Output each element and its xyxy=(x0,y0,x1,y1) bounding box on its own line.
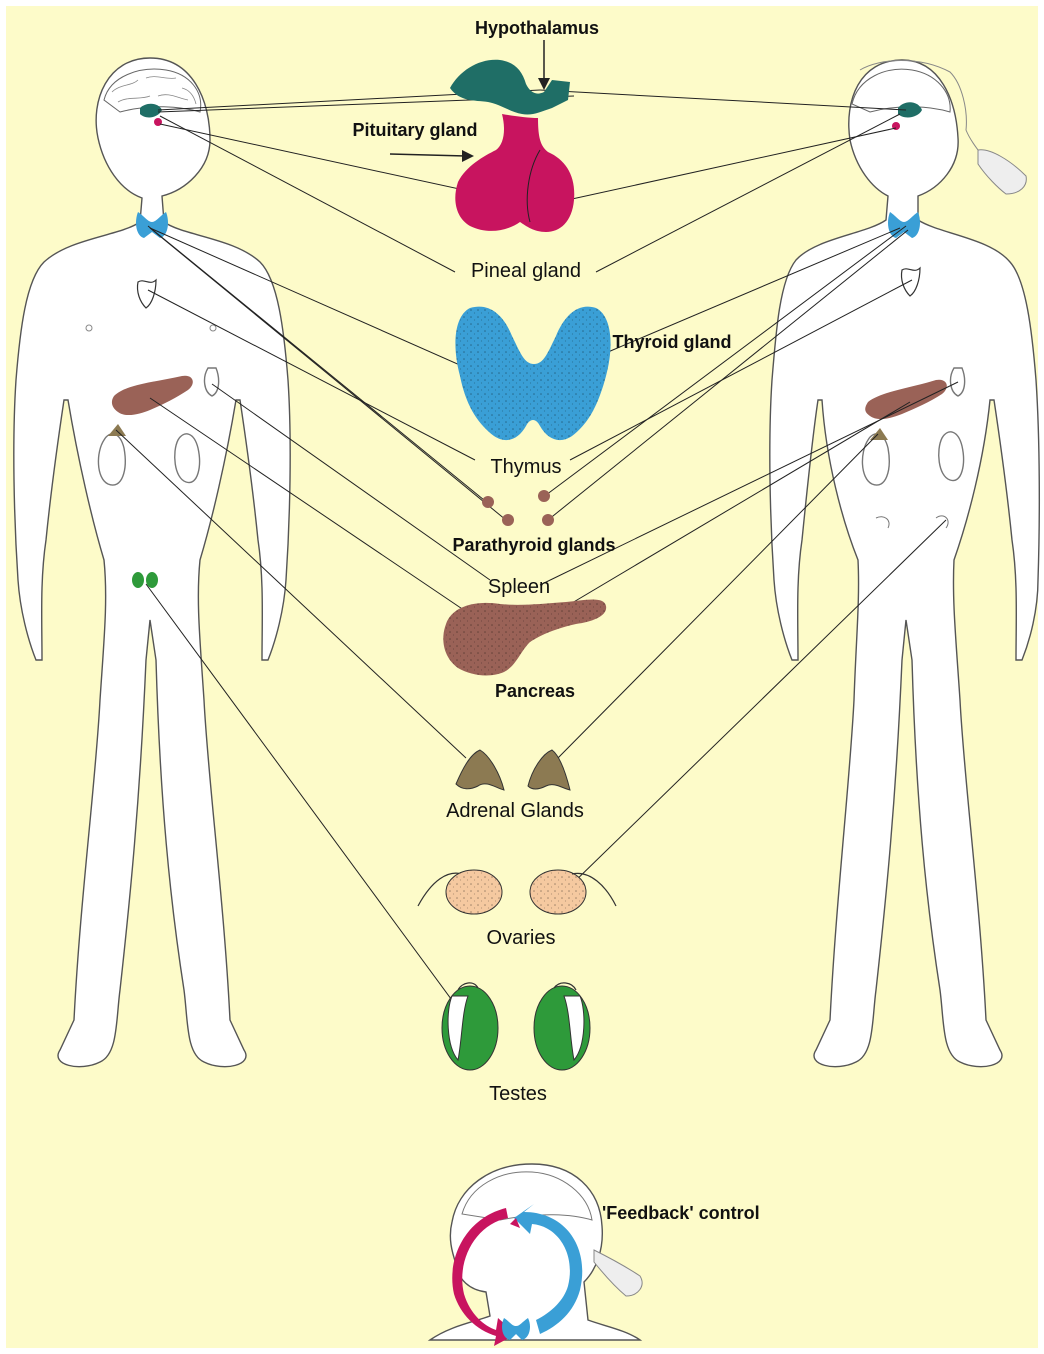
adrenal-right-shape xyxy=(528,750,570,790)
male-kidney-right xyxy=(175,434,200,483)
testis-right-shape xyxy=(534,983,590,1070)
testis-left-shape xyxy=(442,983,498,1070)
label-parathyroid-glands: Parathyroid glands xyxy=(452,536,615,554)
female-ponytail xyxy=(978,150,1026,194)
male-spleen xyxy=(205,368,219,396)
pancreas-texture xyxy=(443,600,606,676)
label-testes: Testes xyxy=(489,1084,547,1104)
label-ovaries: Ovaries xyxy=(487,928,556,948)
label-thyroid-gland: Thyroid gland xyxy=(613,333,732,351)
ovary-left-shape xyxy=(418,870,502,914)
label-pituitary-gland: Pituitary gland xyxy=(352,121,477,139)
label-thymus: Thymus xyxy=(490,457,561,477)
female-kidney-left xyxy=(862,434,889,485)
ovary-right-shape xyxy=(530,870,616,914)
male-pituitary-marker xyxy=(154,118,162,126)
pituitary-arrowhead xyxy=(462,150,474,162)
male-figure xyxy=(14,58,290,1067)
male-head xyxy=(14,58,290,1067)
parathyroid-shapes xyxy=(482,490,554,526)
label-spleen: Spleen xyxy=(488,577,550,597)
hypothalamus-shape xyxy=(450,60,570,115)
label-feedback-control: 'Feedback' control xyxy=(602,1204,760,1222)
pituitary-arrow xyxy=(390,154,466,156)
label-pineal-gland: Pineal gland xyxy=(471,261,581,281)
male-kidney-left xyxy=(98,434,125,485)
label-pancreas: Pancreas xyxy=(495,682,575,700)
thyroid-notch xyxy=(526,323,545,359)
label-adrenal-glands: Adrenal Glands xyxy=(446,801,584,821)
female-figure xyxy=(770,60,1039,1067)
label-hypothalamus: Hypothalamus xyxy=(475,19,599,37)
female-kidney-right xyxy=(939,432,964,481)
female-body-outline xyxy=(770,60,1039,1067)
